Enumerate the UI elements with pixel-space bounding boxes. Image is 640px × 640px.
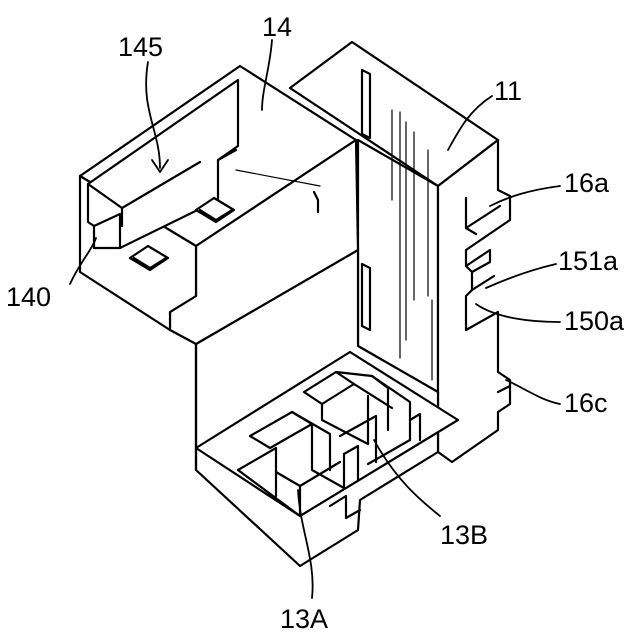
label-145: 145 — [118, 32, 163, 62]
leader-151a — [486, 264, 556, 288]
label-13B: 13B — [440, 520, 488, 550]
label-151a: 151a — [558, 246, 619, 276]
label-150a: 150a — [564, 306, 625, 336]
label-14: 14 — [262, 12, 292, 42]
label-140: 140 — [6, 282, 51, 312]
leader-16c — [506, 380, 560, 404]
label-11: 11 — [494, 76, 522, 106]
label-13A: 13A — [280, 604, 328, 634]
label-16a: 16a — [564, 168, 610, 198]
label-16c: 16c — [564, 388, 608, 418]
